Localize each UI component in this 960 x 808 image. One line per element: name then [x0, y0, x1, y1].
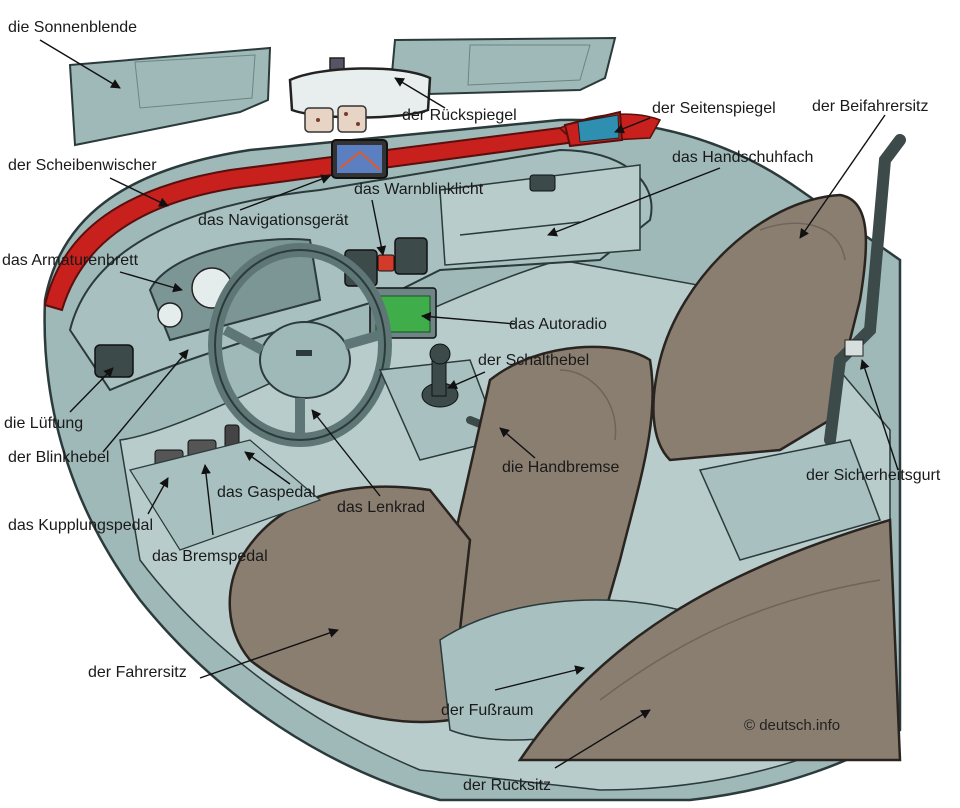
label-gaspedal: das Gaspedal: [217, 484, 316, 501]
label-beifahrersitz: der Beifahrersitz: [812, 98, 929, 115]
label-bremspedal: das Bremspedal: [152, 548, 268, 565]
label-seitenspiegel: der Seitenspiegel: [652, 100, 776, 117]
label-warnblinklicht: das Warnblinklicht: [354, 181, 484, 198]
label-lenkrad: das Lenkrad: [337, 499, 426, 516]
leader-lines: [39, 39, 899, 769]
label-autoradio: das Autoradio: [509, 316, 607, 333]
passenger-seat: [652, 193, 868, 462]
label-armaturenbrett: das Armaturenbrett: [2, 252, 139, 269]
label-handbremse: die Handbremse: [502, 459, 620, 476]
floor-mats: [129, 439, 881, 741]
side-mirror: [563, 110, 624, 148]
label-handschuhfach: das Handschuhfach: [672, 149, 814, 166]
label-lueftung: die Lüftung: [4, 415, 84, 432]
label-scheibenwischer: der Scheibenwischer: [8, 157, 157, 174]
label-schalthebel: der Schalthebel: [478, 352, 590, 369]
navigation-device: [331, 139, 388, 179]
label-rueckspiegel: der Rückspiegel: [402, 107, 517, 124]
label-ruecksitz: der Rücksitz: [463, 777, 552, 794]
label-blinkhebel: der Blinkhebel: [8, 449, 110, 466]
copyright-credit: © deutsch.info: [744, 717, 841, 734]
label-fahrersitz: der Fahrersitz: [88, 664, 187, 681]
label-sicherheitsgurt: der Sicherheitsgurt: [806, 467, 941, 484]
label-sonnenblende: die Sonnenblende: [8, 19, 138, 36]
label-kupplungspedal: das Kupplungspedal: [8, 517, 154, 534]
rear-seat: [517, 518, 902, 762]
steering-wheel: [208, 243, 392, 447]
sun-visors: [68, 36, 617, 147]
seat-belt: [824, 134, 906, 446]
label-navigationsgeraet: das Navigationsgerät: [198, 212, 349, 229]
label-fussraum: der Fußraum: [441, 702, 534, 719]
